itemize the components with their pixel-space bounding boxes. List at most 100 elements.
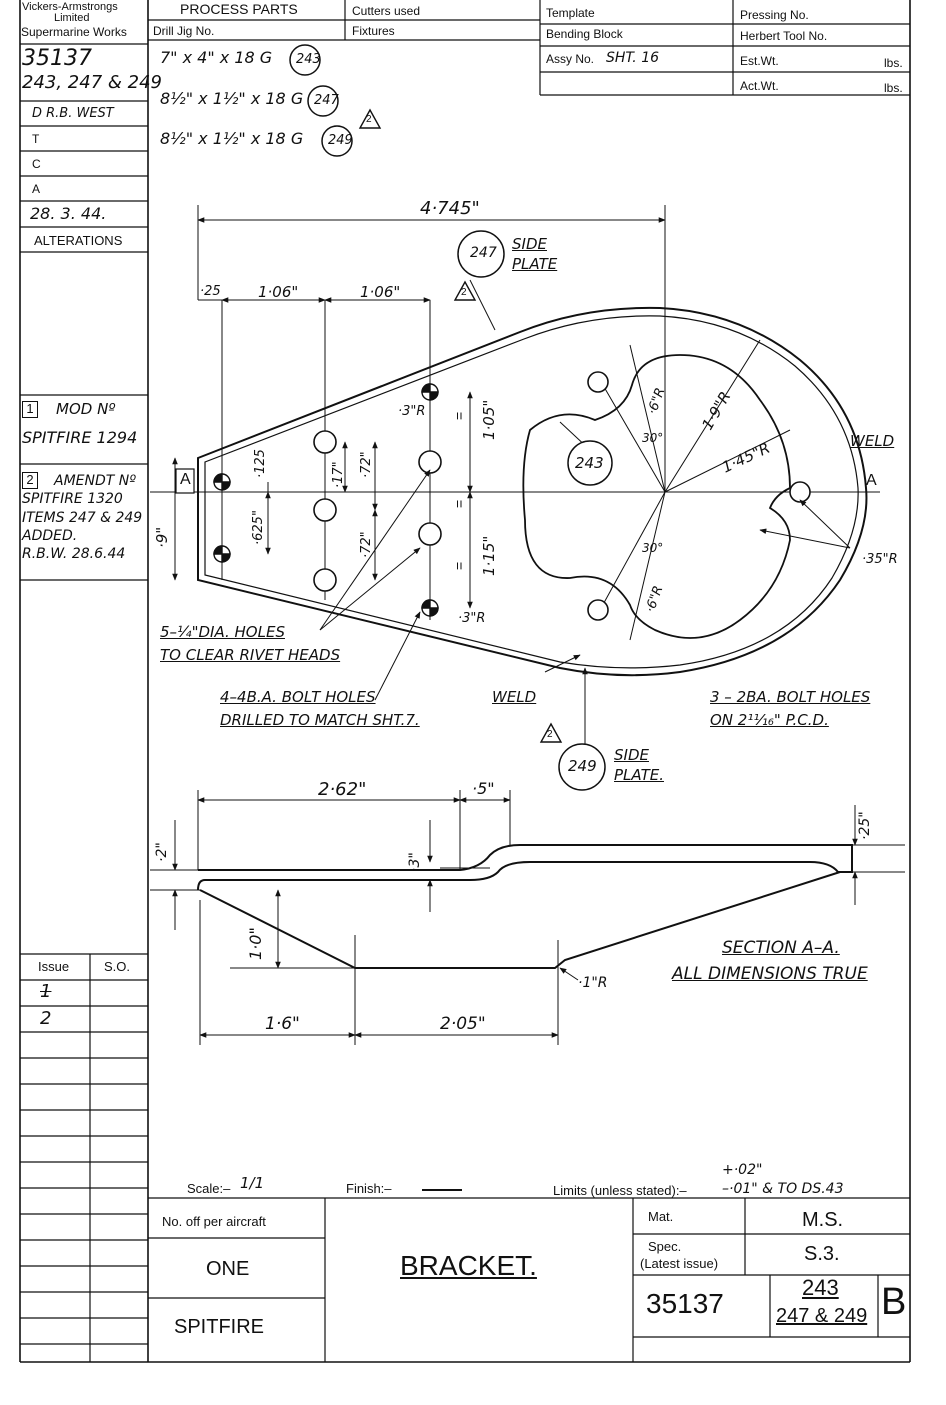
amend-line-1: SPITFIRE 1320 bbox=[22, 491, 123, 507]
side-plate-249-l2: PLATE. bbox=[614, 766, 664, 784]
issue-header: Issue bbox=[38, 959, 70, 974]
company-line3: Supermarine Works bbox=[21, 25, 127, 39]
amend-triangle-249: 2 bbox=[547, 729, 553, 740]
dim-072-b: ·72" bbox=[359, 531, 374, 558]
amend-triangles bbox=[358, 108, 563, 743]
dim-02: ·2" bbox=[154, 842, 170, 862]
amend-number: 2 bbox=[22, 472, 38, 489]
so-header: S.O. bbox=[104, 959, 131, 974]
balloon-249-top: 249 bbox=[328, 133, 353, 148]
dim-115: 1·15" bbox=[480, 535, 498, 576]
dim-205: 2·05" bbox=[440, 1014, 486, 1034]
tracer-label: T bbox=[32, 132, 40, 146]
part-number-bottom: 247 & 249 bbox=[776, 1305, 868, 1327]
equal-mark-3: = bbox=[451, 561, 467, 570]
radius-01: ·1"R bbox=[578, 975, 608, 991]
approver-label: A bbox=[32, 182, 41, 196]
part-title: BRACKET. bbox=[400, 1250, 537, 1281]
material-243: 7" x 4" x 18 G bbox=[160, 48, 273, 67]
dim-overall-length: 4·745" bbox=[420, 198, 480, 219]
dim-0125: ·125 bbox=[253, 449, 268, 478]
drawing-no-left: 35137 bbox=[22, 46, 92, 71]
amend-line-3: ADDED. bbox=[22, 528, 78, 544]
mod-text: SPITFIRE 1294 bbox=[22, 428, 138, 447]
drawing-number: 35137 bbox=[646, 1288, 724, 1319]
amend-line-2: ITEMS 247 & 249 bbox=[22, 510, 143, 526]
section-subtitle: ALL DIMENSIONS TRUE bbox=[672, 964, 868, 984]
dim-09: ·9" bbox=[153, 526, 171, 548]
herbert-tool-label: Herbert Tool No. bbox=[740, 29, 828, 43]
pressing-no-label: Pressing No. bbox=[740, 8, 809, 22]
dim-072-a: ·72" bbox=[359, 451, 374, 478]
issue-letter: B bbox=[881, 1281, 907, 1323]
inner-cutout-243 bbox=[522, 354, 791, 639]
scale-label: Scale:– bbox=[187, 1181, 231, 1196]
balloon-243-plan: 243 bbox=[575, 454, 604, 472]
checker-label: C bbox=[32, 157, 41, 171]
amend-triangle-label: 2 bbox=[366, 114, 372, 125]
mod-label: MOD Nº bbox=[56, 400, 116, 418]
issue-1: 1 bbox=[40, 981, 52, 1002]
est-wt-unit: lbs. bbox=[884, 56, 903, 70]
finish-dash bbox=[422, 1189, 462, 1191]
dim-025-section: ·25" bbox=[857, 811, 873, 840]
act-wt-unit: lbs. bbox=[884, 81, 903, 95]
cutters-used-label: Cutters used bbox=[352, 4, 421, 18]
part-number-top: 243 bbox=[802, 1275, 839, 1300]
weld-label-right: WELD bbox=[850, 432, 895, 450]
finish-label: Finish:– bbox=[346, 1181, 392, 1196]
section-dimensions bbox=[150, 790, 905, 1045]
item-balloons bbox=[289, 44, 613, 791]
material-247: 8½" x 1½" x 18 G bbox=[160, 89, 304, 108]
bending-block-label: Bending Block bbox=[546, 27, 623, 41]
est-wt-label: Est.Wt. bbox=[740, 54, 779, 68]
holes bbox=[313, 371, 811, 621]
no-off-label: No. off per aircraft bbox=[162, 1214, 266, 1229]
balloon-247-top: 247 bbox=[314, 93, 339, 108]
drawn-by: D R.B. WEST bbox=[32, 106, 114, 121]
company-line2: Limited bbox=[54, 12, 90, 24]
aircraft-type: SPITFIRE bbox=[174, 1316, 265, 1338]
dim-10: 1·0" bbox=[246, 927, 265, 960]
scale-value: 1/1 bbox=[240, 1174, 265, 1192]
dim-105: 1·05" bbox=[480, 399, 498, 440]
header-block-lines bbox=[20, 0, 910, 1362]
section-marker-left: A bbox=[180, 471, 191, 488]
material-249: 8½" x 1½" x 18 G bbox=[160, 129, 304, 148]
side-plate-249-l1: SIDE bbox=[614, 746, 649, 764]
no-off-value: ONE bbox=[206, 1258, 250, 1280]
dim-03: ·3" bbox=[407, 852, 423, 872]
dim-0625: ·625" bbox=[251, 510, 266, 545]
part-numbers-left: 243, 247 & 249 bbox=[22, 72, 162, 93]
note-2ba-line2: ON 2¹¹⁄₁₆" P.C.D. bbox=[710, 711, 829, 729]
section-a-markers bbox=[175, 468, 195, 494]
side-plate-247-l2: PLATE bbox=[512, 255, 558, 273]
plan-outline bbox=[197, 306, 868, 677]
material-label: Mat. bbox=[648, 1209, 674, 1224]
limits-label: Limits (unless stated):– bbox=[553, 1183, 687, 1198]
balloon-247-plan: 247 bbox=[470, 245, 497, 261]
radius-03-top: ·3"R bbox=[398, 404, 426, 419]
material-value: M.S. bbox=[802, 1209, 844, 1231]
balloon-249-plan: 249 bbox=[568, 757, 597, 775]
process-parts-label: PROCESS PARTS bbox=[180, 1, 298, 17]
drawing-date: 28. 3. 44. bbox=[30, 204, 107, 223]
dim-106-a: 1·06" bbox=[258, 283, 299, 301]
equal-mark-1: = bbox=[451, 411, 467, 420]
dim-025: ·25 bbox=[200, 284, 221, 299]
dim-16: 1·6" bbox=[265, 1014, 300, 1034]
weld-label-bottom: WELD bbox=[492, 688, 537, 706]
radius-035: ·35"R bbox=[862, 552, 898, 567]
equal-mark-2: = bbox=[451, 499, 467, 508]
issue-2: 2 bbox=[40, 1008, 52, 1029]
note-holes-line1: 5–¼"DIA. HOLES bbox=[160, 623, 285, 641]
note-bolts-line1: 4–4B.A. BOLT HOLES bbox=[220, 688, 376, 706]
amend-label: AMENDT Nº bbox=[54, 473, 136, 489]
amend-line-4: R.B.W. 28.6.44 bbox=[22, 546, 126, 562]
assy-no-label: Assy No. bbox=[546, 52, 595, 66]
amend-triangle-247: 2 bbox=[461, 287, 467, 298]
limits-minus: –·01" & TO DS.43 bbox=[722, 1181, 844, 1197]
angle-30-bottom: 30° bbox=[642, 541, 664, 555]
note-bolts-line2: DRILLED TO MATCH SHT.7. bbox=[220, 711, 420, 729]
